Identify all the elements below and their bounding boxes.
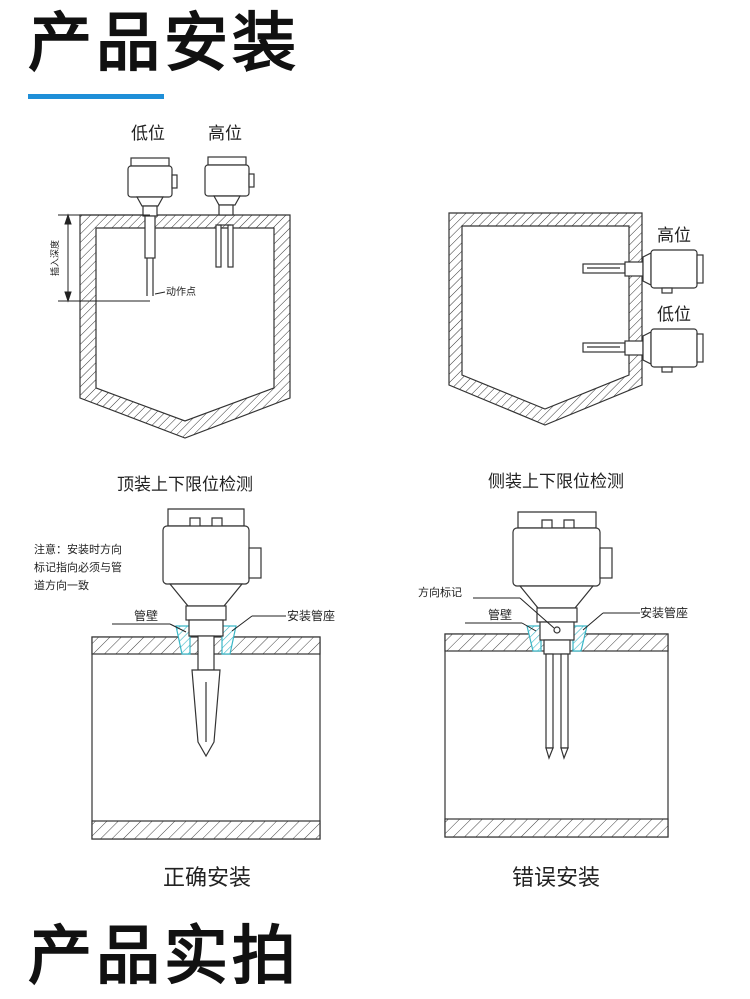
high-level-switch-top xyxy=(204,156,255,268)
correct-mount-seat-label: 安装管座 xyxy=(287,608,335,623)
top-mount-tank xyxy=(79,214,291,439)
action-point-label: 动作点 xyxy=(166,286,196,298)
wrong-install-caption: 错误安装 xyxy=(512,866,600,891)
direction-mark-label: 方向标记 xyxy=(418,585,462,599)
high-level-switch-side xyxy=(582,249,704,294)
note-line-3: 道方向一致 xyxy=(34,578,89,592)
top-high-label: 高位 xyxy=(208,124,242,144)
section-title-install: 产品安装 xyxy=(28,7,300,81)
note-line-1: 注意：安装时方向 xyxy=(34,542,122,556)
correct-pipe-wall-label: 管壁 xyxy=(134,608,158,623)
side-mount-tank xyxy=(448,212,643,426)
top-mount-caption: 顶装上下限位检测 xyxy=(117,475,253,495)
low-level-switch-side xyxy=(582,328,704,373)
wrong-mount-seat xyxy=(526,625,588,652)
wrong-pipe-wall-label: 管壁 xyxy=(488,607,512,622)
side-mount-caption: 侧装上下限位检测 xyxy=(488,472,624,492)
top-low-label: 低位 xyxy=(131,124,165,144)
wrong-pipe xyxy=(444,633,669,838)
wrong-mount-seat-label: 安装管座 xyxy=(640,605,688,620)
insertion-depth-label: 插入深度 xyxy=(49,240,61,276)
title-accent-bar xyxy=(28,94,164,99)
correct-install-caption: 正确安装 xyxy=(163,866,251,891)
correct-note: 注意：安装时方向 标记指向必须与管 道方向一致 xyxy=(34,542,122,592)
side-high-label: 高位 xyxy=(657,226,691,246)
side-low-label: 低位 xyxy=(657,305,691,325)
insertion-depth-dimension xyxy=(58,213,150,303)
section-title-photos: 产品实拍 xyxy=(28,920,300,994)
low-level-switch-top xyxy=(127,157,178,296)
correct-mount-seat xyxy=(175,625,237,655)
note-line-2: 标记指向必须与管 xyxy=(34,560,122,574)
wrong-fork-switch xyxy=(512,511,613,760)
correct-fork-switch xyxy=(162,508,262,758)
